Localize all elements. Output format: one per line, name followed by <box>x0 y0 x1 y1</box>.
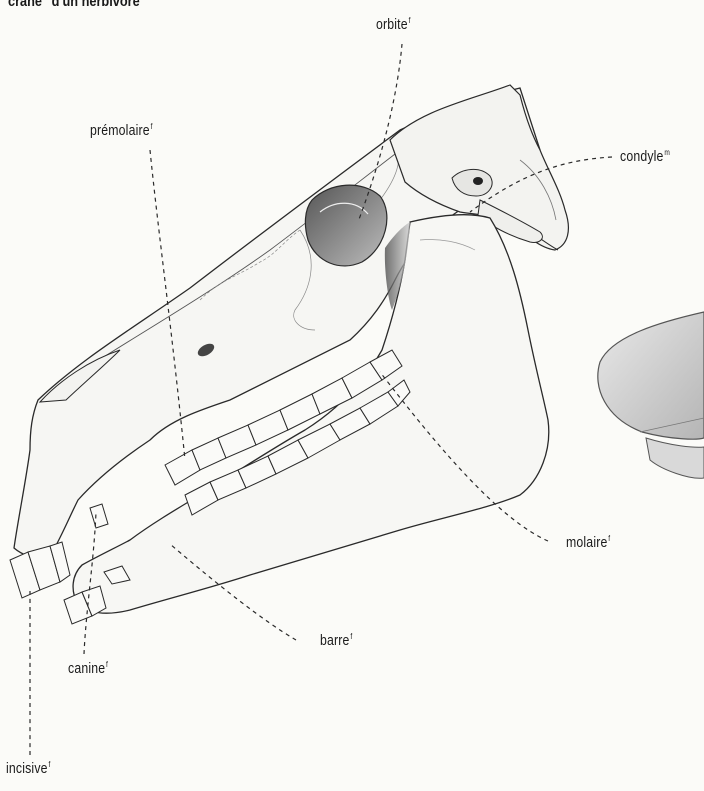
label-incisive: incisivef <box>6 760 50 777</box>
label-orbite: orbitef <box>376 16 411 33</box>
label-molaire: molairef <box>566 534 610 551</box>
label-condyle: condylem <box>620 148 670 165</box>
label-barre: barref <box>320 632 352 649</box>
second-skull-fragment <box>598 312 704 478</box>
label-canine: caninef <box>68 660 108 677</box>
label-premolaire: prémolairef <box>90 122 153 139</box>
